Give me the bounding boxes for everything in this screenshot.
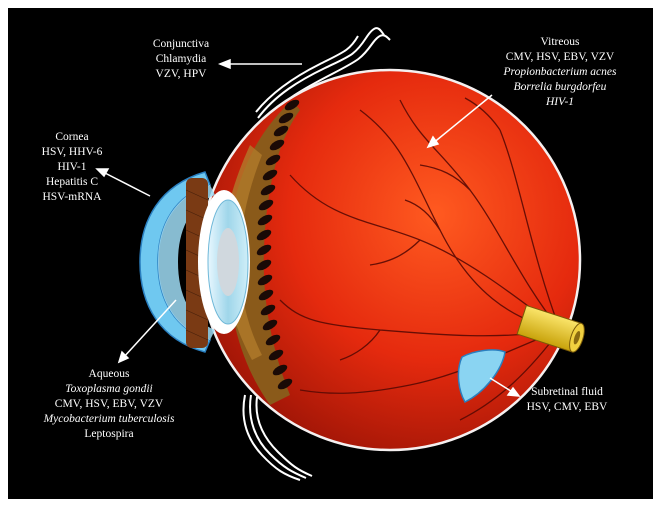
label-subretinal: Subretinal fluid HSV, CMV, EBV xyxy=(508,385,626,415)
label-cornea-title: Cornea xyxy=(20,130,124,145)
label-vitreous-title: Vitreous xyxy=(480,35,640,50)
label-vitreous-italic-item: Propionbacterium acnes xyxy=(480,65,640,80)
lens-nucleus xyxy=(217,228,239,296)
label-cornea-item: HSV-mRNA xyxy=(20,190,124,205)
label-aqueous-title: Aqueous xyxy=(14,367,204,382)
label-conjunctiva: Conjunctiva Chlamydia VZV, HPV xyxy=(126,37,236,82)
label-cornea-item: HIV-1 xyxy=(20,160,124,175)
label-aqueous: Aqueous Toxoplasma gondii CMV, HSV, EBV,… xyxy=(14,367,204,442)
label-vitreous-italic-item: Borrelia burgdorfeu xyxy=(480,80,640,95)
label-cornea-item: Hepatitis C xyxy=(20,175,124,190)
label-vitreous: Vitreous CMV, HSV, EBV, VZV Propionbacte… xyxy=(480,35,640,110)
label-cornea-item: HSV, HHV-6 xyxy=(20,145,124,160)
label-aqueous-line: Toxoplasma gondii xyxy=(14,382,204,397)
label-conjunctiva-title: Conjunctiva xyxy=(126,37,236,52)
label-subretinal-title: Subretinal fluid xyxy=(508,385,626,400)
label-vitreous-italic-item: HIV-1 xyxy=(480,95,640,110)
label-cornea: Cornea HSV, HHV-6 HIV-1 Hepatitis C HSV-… xyxy=(20,130,124,205)
label-aqueous-line: Mycobacterium tuberculosis xyxy=(14,412,204,427)
label-aqueous-line: CMV, HSV, EBV, VZV xyxy=(14,397,204,412)
label-conjunctiva-item: VZV, HPV xyxy=(126,67,236,82)
label-vitreous-item: CMV, HSV, EBV, VZV xyxy=(480,50,640,65)
label-conjunctiva-item: Chlamydia xyxy=(126,52,236,67)
label-aqueous-line: Leptospira xyxy=(14,427,204,442)
label-subretinal-item: HSV, CMV, EBV xyxy=(508,400,626,415)
